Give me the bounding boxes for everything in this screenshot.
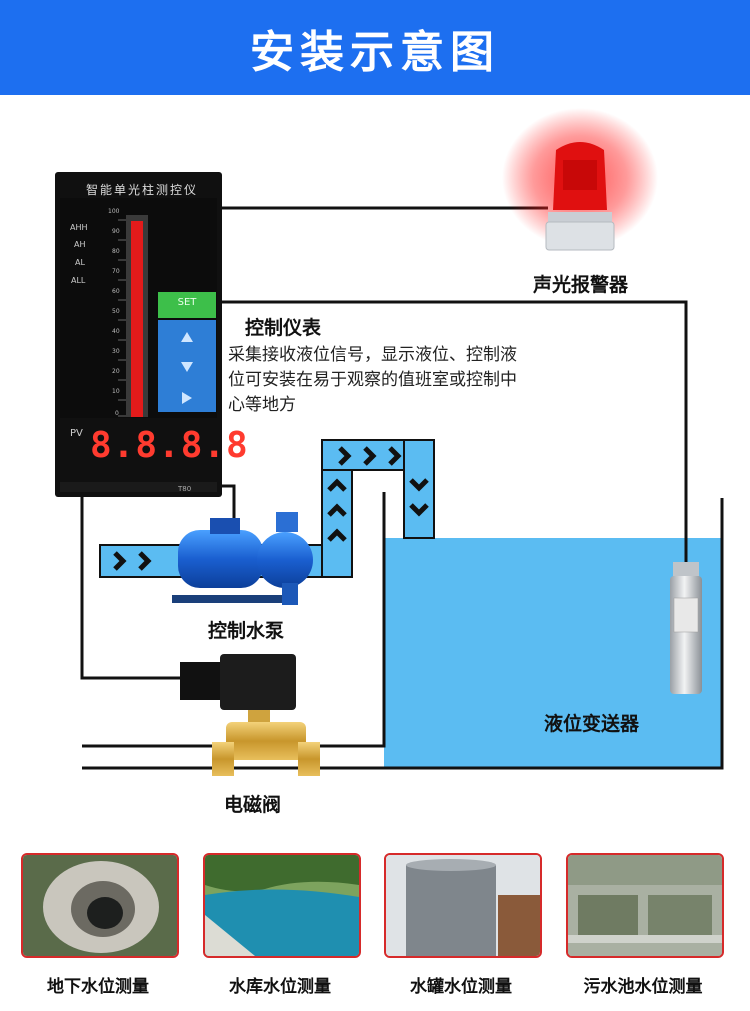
- alarm-tag-ah: AH: [74, 240, 86, 249]
- scale-40: 40: [112, 328, 120, 335]
- controller-panel: [55, 172, 222, 497]
- scale-100: 100: [108, 208, 120, 215]
- set-button[interactable]: SET: [177, 297, 197, 308]
- thumb-reservoir: [203, 853, 361, 958]
- caption-reservoir: 水库水位测量: [229, 977, 331, 997]
- thumb-underground-well: [21, 853, 179, 958]
- led-display: 8.8.8.8: [90, 425, 249, 466]
- scale-90: 90: [112, 228, 120, 235]
- scale-80: 80: [112, 248, 120, 255]
- pump-label: 控制水泵: [208, 620, 285, 642]
- tank-water: [384, 538, 722, 768]
- scale-20: 20: [112, 368, 120, 375]
- signal-wires: [80, 206, 724, 770]
- solenoid-valve: [180, 654, 320, 776]
- control-instrument-desc: 采集接收液位信号，显示液位、控制液位可安装在易于观察的值班室或控制中心等地方: [228, 345, 517, 415]
- alarm-beacon: [502, 108, 658, 251]
- caption-underground: 地下水位测量: [47, 977, 149, 997]
- scale-0: 0: [115, 410, 119, 417]
- thumb-sewage-pool: [566, 853, 724, 958]
- caption-sewage: 污水池水位测量: [583, 977, 703, 997]
- scale-60: 60: [112, 288, 120, 295]
- alarm-label: 声光报警器: [533, 274, 629, 296]
- alarm-tag-al: AL: [75, 258, 85, 267]
- water-pump: [172, 512, 313, 605]
- level-bar: [131, 221, 143, 417]
- control-instrument-title: 控制仪表: [245, 317, 322, 339]
- thumb-water-tank: [384, 853, 542, 958]
- alarm-tag-ahh: AHH: [70, 223, 88, 232]
- controller-name: 智能单光柱测控仪: [86, 183, 199, 197]
- page-title: 安装示意图: [250, 26, 500, 78]
- alarm-tag-all: ALL: [71, 276, 86, 285]
- scale-70: 70: [112, 268, 120, 275]
- level-transmitter: [670, 562, 702, 694]
- pv-label: PV: [70, 428, 83, 439]
- scale-10: 10: [112, 388, 120, 395]
- scale-30: 30: [112, 348, 120, 355]
- caption-tank: 水罐水位测量: [410, 977, 512, 997]
- installation-diagram: [55, 108, 724, 776]
- transmitter-label: 液位变送器: [544, 713, 640, 735]
- header-banner: 安装示意图: [0, 0, 750, 95]
- valve-label: 电磁阀: [224, 794, 282, 816]
- model-tag: T80: [178, 485, 192, 493]
- scale-50: 50: [112, 308, 120, 315]
